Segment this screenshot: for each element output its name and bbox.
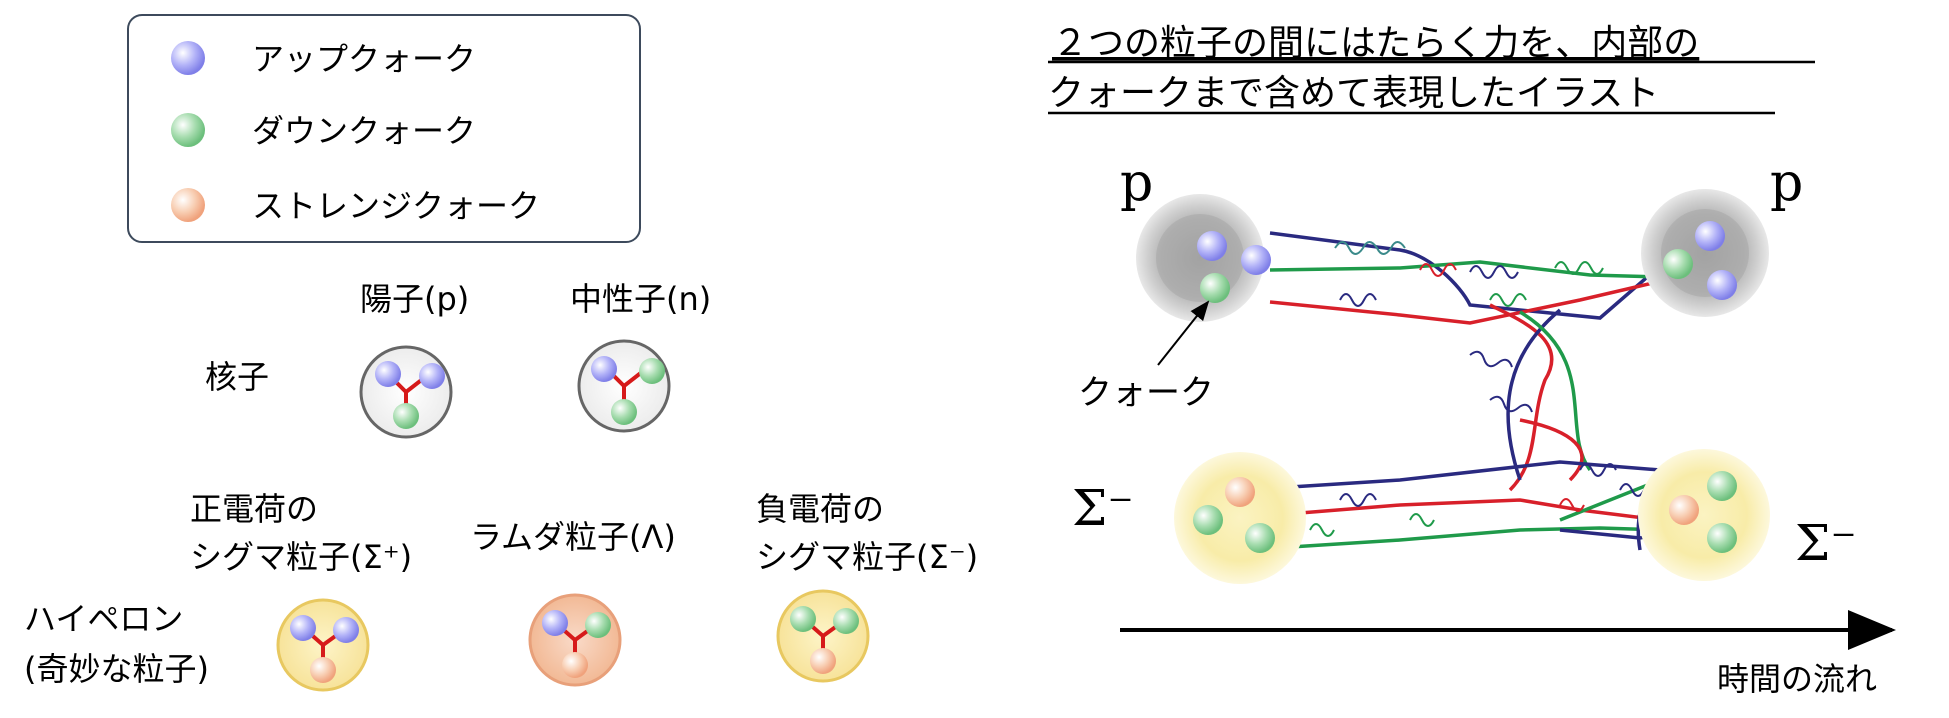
illustration-title-line1: ２つの粒子の間にはたらく力を、内部の [1052,23,1699,64]
legend: アップクォーク ダウンクォーク ストレンジクォーク [127,14,641,243]
quark-callout-arrow [1157,300,1210,366]
proton-left-ball [1136,194,1271,322]
hyperon-row-label-line2: (奇妙な粒子) [24,650,209,688]
neutron-label: 中性子(n) [570,280,711,318]
legend-strange-label: ストレンジクォーク [252,187,540,225]
legend-down-quark-icon [171,113,205,147]
legend-up-quark-icon [171,41,205,75]
sigma-minus-icon [776,589,870,683]
lambda-label: ラムダ粒子(Λ) [470,518,676,556]
time-axis-label: 時間の流れ [1717,660,1877,698]
quark-lines [1269,231,1701,551]
sigma-plus-icon [276,598,370,692]
legend-frame [127,14,641,243]
quark-callout-label: クォーク [1078,373,1214,413]
sigma-plus-label-line2: シグマ粒子(Σ⁺) [190,538,412,576]
legend-down-label: ダウンクォーク [252,112,476,150]
sigma-right-ball [1638,449,1770,581]
sigma-left-label: Σ⁻ [1072,479,1134,537]
illustration-title-line2: クォークまで含めて表現したイラスト [1048,73,1659,114]
gluons [1309,241,1657,537]
sigma-plus-label-line1: 正電荷の [190,490,318,528]
proton-icon [359,345,453,439]
sigma-minus-label-line2: シグマ粒子(Σ⁻) [756,538,978,576]
sigma-minus-label-line1: 負電荷の [756,490,884,528]
proton-right-ball [1641,189,1769,317]
nucleon-row-label: 核子 [205,358,269,396]
hyperon-row-label-line1: ハイペロン [24,600,183,638]
p-right-label: p [1770,153,1803,213]
p-left-label: p [1120,153,1153,213]
lambda-icon [528,593,622,687]
legend-up-label: アップクォーク [252,40,476,78]
neutron-icon [577,339,671,433]
sigma-right-label: Σ⁻ [1795,514,1857,572]
proton-label: 陽子(p) [360,280,469,318]
legend-strange-quark-icon [171,188,205,222]
sigma-left-ball [1174,452,1306,584]
